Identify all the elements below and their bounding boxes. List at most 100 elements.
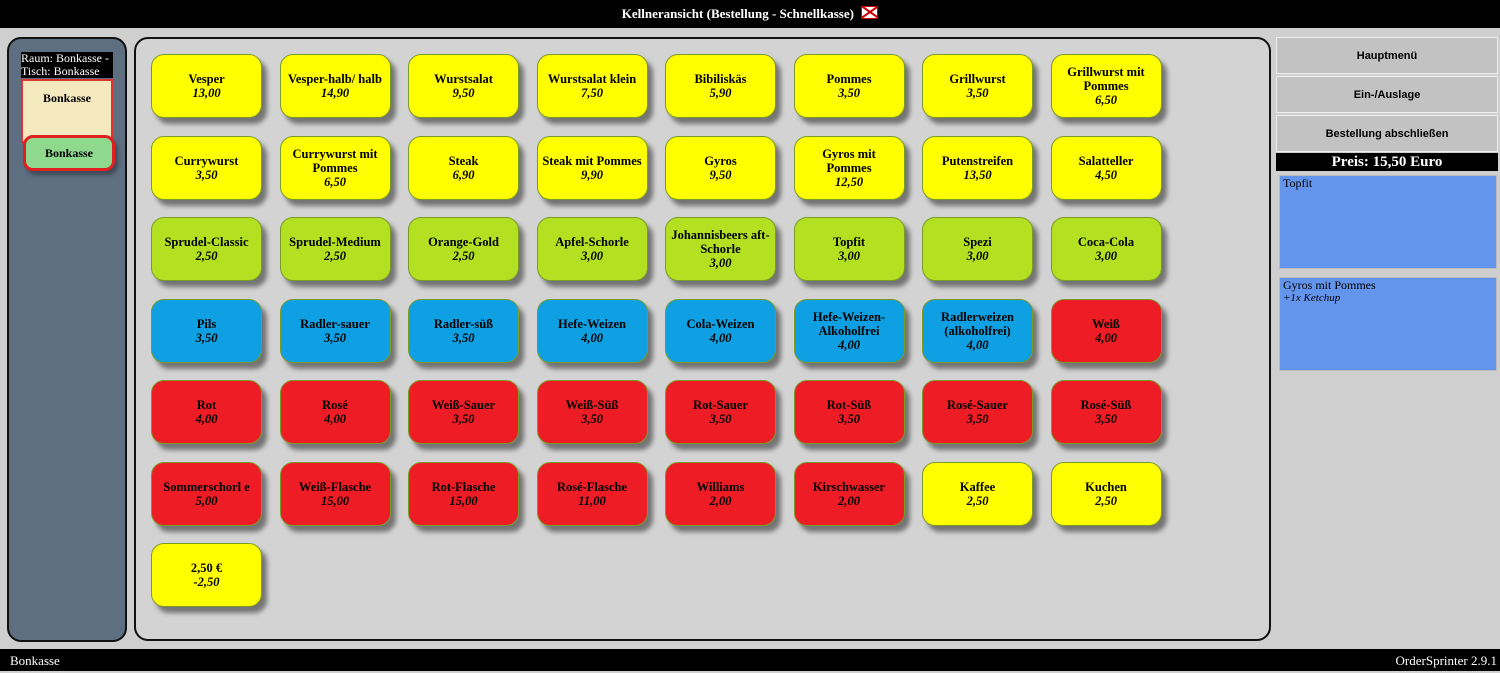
product-name: Gyros [704,153,737,168]
product-price: 3,00 [709,256,732,270]
product-name: Pils [196,316,217,331]
product-price: 2,50 [452,249,475,263]
product-price: 12,50 [834,174,864,189]
room-header: Raum: Bonkasse - Tisch: Bonkasse [21,52,113,78]
product-price: 3,50 [838,86,860,100]
product-name: Radlerweizen (alkoholfrei) [941,309,1014,338]
order-item[interactable]: Gyros mit Pommes +1x Ketchup [1279,277,1497,371]
product-price: 4,00 [195,412,218,426]
product-price: 3,50 [1095,412,1117,426]
product-name: Vesper [188,72,225,86]
status-bar: Bonkasse OrderSprinter 2.9.1 [0,649,1500,671]
product-price: 9,50 [709,167,732,182]
product-price: 3,00 [1095,249,1117,263]
bonkasse-button[interactable]: Bonkasse [23,135,115,171]
product-price: 4,00 [1095,330,1117,345]
product-name: Steak mit Pommes [542,153,642,168]
product-price: 3,00 [581,249,603,263]
product-name: Orange-Gold [428,235,499,249]
product-name: Kuchen [1085,479,1127,494]
product-name: Kirschwasser [812,479,886,494]
selected-table-label: Bonkasse [42,91,92,105]
product-name: Radler-sauer [300,316,370,331]
finish-order-button[interactable]: Bestellung abschließen [1276,115,1498,152]
product-price: 4,00 [324,412,346,426]
status-left: Bonkasse [10,653,60,668]
product-price: 3,50 [452,412,475,426]
order-total: Preis: 15,50 Euro [1276,153,1498,171]
order-item[interactable]: Topfit [1279,175,1497,269]
product-price: 6,50 [324,174,346,189]
product-name: Weiß-Sauer [431,398,496,412]
product-price: 15,00 [320,493,350,508]
product-price: 3,50 [195,167,218,182]
product-price: 4,00 [581,330,603,345]
product-name: Vesper-halb/ halb [288,72,382,86]
room-label: Raum: Bonkasse - [21,52,109,65]
product-name: Topfit [832,235,866,249]
product-price: 4,00 [838,337,860,352]
main-menu-button[interactable]: Hauptmenü [1276,37,1498,74]
product-name: Bibiliskäs [694,72,747,86]
flag-icon[interactable] [861,6,879,19]
product-price: 9,90 [581,167,603,182]
product-name: Rot [196,398,217,412]
product-price: 13,50 [963,167,992,182]
product-price: 2,00 [838,493,860,508]
product-name: Kaffee [959,479,996,494]
cash-in-out-button[interactable]: Ein-/Auslage [1276,76,1498,113]
selected-table[interactable]: Bonkasse [21,79,113,143]
product-button[interactable]: Radlerweizen (alkoholfrei)4,00 [922,298,1033,363]
product-name: Cola-Weizen [686,316,755,331]
product-button[interactable]: 2,50 €-2,50 [151,543,262,607]
